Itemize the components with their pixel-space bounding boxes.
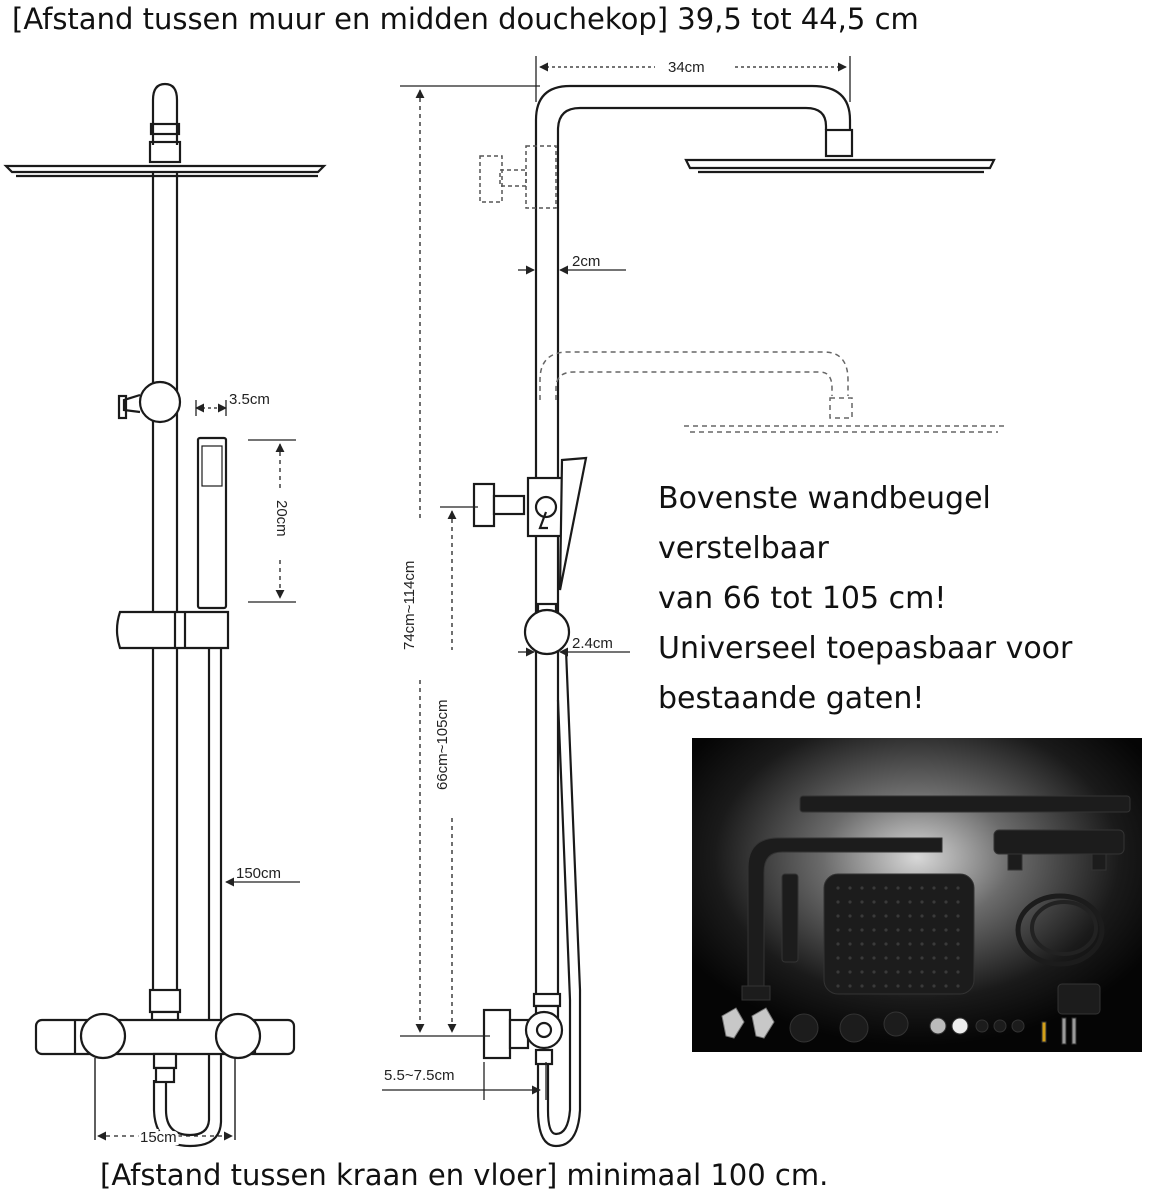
note-line: verstelbaar bbox=[658, 531, 829, 566]
bottom-caption: [Afstand tussen kraan en vloer] minimaal… bbox=[100, 1158, 829, 1192]
dim-head-arm: 34cm bbox=[668, 59, 705, 76]
dim-inlet-spacing: 15cm bbox=[140, 1129, 177, 1146]
adjustable-note: Bovenste wandbeugel verstelbaar van 66 t… bbox=[658, 474, 1072, 724]
product-photo bbox=[692, 738, 1142, 1052]
dim-total-height: 74cm~114cm bbox=[401, 561, 418, 650]
dim-wall-offset: 5.5~7.5cm bbox=[384, 1067, 454, 1084]
side-rain-head bbox=[684, 158, 996, 170]
top-caption: [Afstand tussen muur en midden douchekop… bbox=[12, 2, 919, 36]
note-line: van 66 tot 105 cm! bbox=[658, 581, 947, 616]
side-hose bbox=[536, 649, 582, 1148]
front-dimensions bbox=[97, 400, 300, 1141]
note-line: Bovenste wandbeugel bbox=[658, 481, 991, 516]
side-dimensions bbox=[382, 56, 851, 1100]
side-arm-top bbox=[534, 84, 852, 440]
dim-hand-width: 3.5cm bbox=[229, 391, 270, 408]
front-pipe-cap bbox=[151, 82, 179, 145]
front-slider bbox=[115, 610, 230, 650]
note-line: Universeel toepasbaar voor bbox=[658, 631, 1073, 666]
side-slider-knob bbox=[523, 608, 571, 656]
front-view bbox=[3, 82, 327, 1148]
dim-hose: 150cm bbox=[236, 865, 281, 882]
dim-bracket-height: 66cm~105cm bbox=[434, 700, 451, 790]
side-wall-bracket bbox=[472, 482, 496, 528]
front-bracket-knob bbox=[138, 380, 182, 424]
dim-knob-width: 2.4cm bbox=[572, 635, 613, 652]
front-rain-head bbox=[3, 164, 327, 174]
side-view bbox=[472, 84, 1004, 1148]
dim-pipe-width: 2cm bbox=[572, 253, 600, 270]
note-line: bestaande gaten! bbox=[658, 681, 925, 716]
side-hand-shower bbox=[558, 456, 588, 591]
dim-hand-length: 20cm bbox=[273, 500, 290, 537]
